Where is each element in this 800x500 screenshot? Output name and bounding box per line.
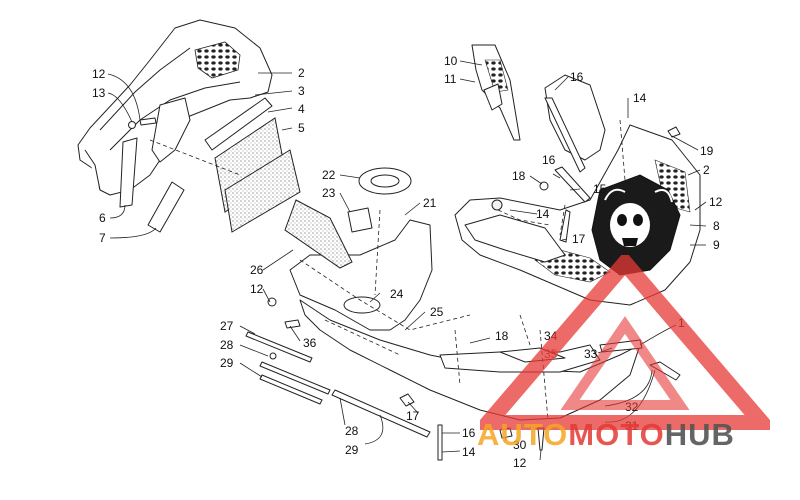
strip-6 xyxy=(119,137,138,208)
left-panel-vent-grille xyxy=(194,41,241,79)
watermark-moto: MOTO xyxy=(568,417,665,452)
callout-15b: 16 xyxy=(462,426,476,440)
watermark-triangle-icon xyxy=(480,255,770,430)
hood-inner-panel xyxy=(464,214,566,263)
grommet-14 xyxy=(491,199,503,211)
callout-25: 27 xyxy=(220,319,234,333)
vent-10-grille xyxy=(484,59,509,93)
callout-13: 13 xyxy=(92,86,106,100)
callout-19: 21 xyxy=(423,196,437,210)
assembly-lines xyxy=(149,119,626,421)
callout-29: 29 xyxy=(345,443,359,457)
callout-7: 7 xyxy=(99,231,106,245)
fastener-13 xyxy=(139,117,157,126)
callout-21: 23 xyxy=(322,186,336,200)
watermark-text: AUTOMOTOHUB xyxy=(477,418,735,452)
knob-18-right xyxy=(667,126,681,138)
callout-16c: 17 xyxy=(406,409,420,423)
belly-pan-group xyxy=(245,167,681,461)
left-panel-lower-flap xyxy=(151,97,191,163)
upper-right-group xyxy=(471,44,606,173)
plate-21 xyxy=(347,207,373,233)
watermark-hub: HUB xyxy=(664,417,735,452)
callout-14c: 14 xyxy=(462,445,476,459)
callout-2b: 2 xyxy=(703,163,710,177)
pad-7 xyxy=(147,181,185,233)
ring-20-inner xyxy=(370,174,400,188)
callout-9: 9 xyxy=(713,238,720,252)
watermark-auto: AUTO xyxy=(477,417,569,452)
callout-15a: 15 xyxy=(593,182,607,196)
callout-28: 28 xyxy=(345,424,359,438)
callout-16b: 16 xyxy=(542,153,556,167)
clip-12-center xyxy=(267,297,277,307)
skull-decal-8 xyxy=(591,174,681,276)
callout-3: 3 xyxy=(298,84,305,98)
bracket-11 xyxy=(483,83,503,111)
callout-11: 11 xyxy=(444,72,457,86)
callout-5: 5 xyxy=(298,121,305,135)
windshield-16 xyxy=(544,74,606,161)
callout-labels: 2 3 4 5 12 13 6 7 10 11 16 14 19 2 12 8 … xyxy=(92,54,723,470)
hook-16-bottom xyxy=(399,393,415,407)
rod-16-upper xyxy=(544,97,586,173)
callout-17b: 18 xyxy=(495,329,509,343)
right-hood-group xyxy=(454,124,701,306)
callout-27: 29 xyxy=(220,356,234,370)
callout-20: 22 xyxy=(322,168,336,182)
callout-12c: 12 xyxy=(250,282,264,296)
rail-28-29 xyxy=(331,389,431,438)
callout-24: 26 xyxy=(250,263,264,277)
callout-33: 33 xyxy=(584,347,598,361)
strip-26 xyxy=(259,361,331,395)
foam-pad-5 xyxy=(224,149,301,233)
clip-12-left xyxy=(128,121,136,129)
callout-18b: 19 xyxy=(700,144,714,158)
belly-pan-19 xyxy=(289,219,433,331)
callout-10: 10 xyxy=(444,54,458,68)
clip-17-right xyxy=(559,209,571,243)
callout-17a: 17 xyxy=(572,232,586,246)
callout-36: 36 xyxy=(303,336,317,350)
fastener-36 xyxy=(284,319,301,329)
foam-block-24 xyxy=(284,199,353,269)
trim-strip-3 xyxy=(204,97,273,151)
callout-16a: 16 xyxy=(570,70,584,84)
callout-30: 30 xyxy=(513,438,527,452)
callout-18a: 18 xyxy=(512,169,526,183)
callout-6: 6 xyxy=(99,211,106,225)
callout-23: 25 xyxy=(430,305,444,319)
screw-26 xyxy=(269,352,277,360)
callout-2a: 2 xyxy=(298,66,305,80)
pin-14-bottom xyxy=(437,424,443,461)
left-side-panel-group xyxy=(77,19,301,233)
callout-14b: 14 xyxy=(536,207,550,221)
strip-25 xyxy=(245,331,313,363)
strip-27 xyxy=(259,374,323,405)
callout-26: 28 xyxy=(220,338,234,352)
callout-12b: 12 xyxy=(709,195,723,209)
callout-22: 24 xyxy=(390,287,404,301)
callout-12d: 12 xyxy=(513,456,527,470)
belly-pan-1 xyxy=(299,299,641,421)
plate-22 xyxy=(343,296,381,314)
callout-8: 8 xyxy=(713,219,720,233)
callout-12a: 12 xyxy=(92,67,106,81)
callout-14a: 14 xyxy=(633,91,647,105)
rod-15 xyxy=(554,166,591,203)
callout-4: 4 xyxy=(298,102,305,116)
